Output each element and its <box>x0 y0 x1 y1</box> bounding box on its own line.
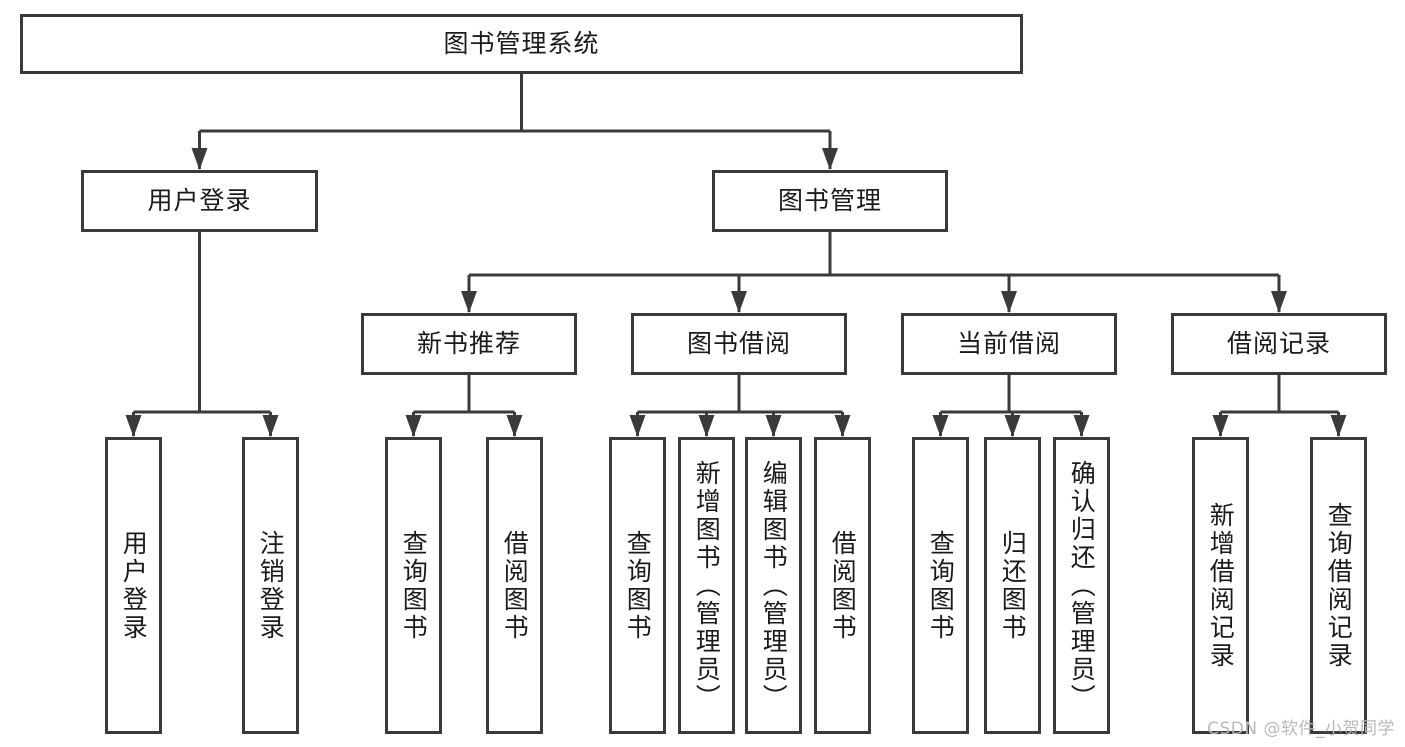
node-leaf-6[interactable]: 编辑图书（管理员） <box>745 437 802 734</box>
node-leaf-10-label: 确认归还（管理员） <box>1067 459 1097 712</box>
arrow-head <box>698 415 715 437</box>
node-leaf-4[interactable]: 查询图书 <box>609 437 666 734</box>
arrow-head <box>1073 415 1090 437</box>
node-level2-3-label: 借阅记录 <box>1226 328 1331 358</box>
node-root-label: 图书管理系统 <box>443 28 600 58</box>
arrow-head <box>834 415 851 437</box>
node-leaf-2[interactable]: 查询图书 <box>385 437 442 734</box>
node-leaf-4-label: 查询图书 <box>623 529 653 642</box>
node-level2-1-label: 图书借阅 <box>686 328 791 358</box>
csdn-watermark: CSDN @软件_小贺同学 <box>1207 719 1395 739</box>
arrow-head <box>506 415 523 437</box>
node-level1-1[interactable]: 图书管理 <box>712 170 948 232</box>
node-level2-0-label: 新书推荐 <box>416 328 521 358</box>
node-leaf-7[interactable]: 借阅图书 <box>814 437 871 734</box>
arrow-head <box>1212 415 1229 437</box>
node-leaf-11[interactable]: 新增借阅记录 <box>1192 437 1249 734</box>
node-leaf-2-label: 查询图书 <box>399 529 429 642</box>
node-leaf-0-label: 用户登录 <box>119 529 149 642</box>
node-leaf-11-label: 新增借阅记录 <box>1206 501 1236 670</box>
node-leaf-1[interactable]: 注销登录 <box>242 437 299 734</box>
node-leaf-10[interactable]: 确认归还（管理员） <box>1053 437 1110 734</box>
node-leaf-3[interactable]: 借阅图书 <box>486 437 543 734</box>
arrow-head <box>932 415 949 437</box>
node-leaf-5[interactable]: 新增图书（管理员） <box>678 437 735 734</box>
arrow-head <box>822 148 838 170</box>
node-leaf-9[interactable]: 归还图书 <box>984 437 1041 734</box>
arrow-head <box>191 148 208 170</box>
node-leaf-3-label: 借阅图书 <box>500 529 530 642</box>
node-level1-0-label: 用户登录 <box>147 185 252 215</box>
node-leaf-5-label: 新增图书（管理员） <box>692 459 722 712</box>
arrow-head <box>1004 415 1021 437</box>
arrow-head <box>1271 291 1287 313</box>
node-root[interactable]: 图书管理系统 <box>20 14 1023 74</box>
node-leaf-1-label: 注销登录 <box>256 529 286 642</box>
node-level2-1[interactable]: 图书借阅 <box>631 313 847 375</box>
node-leaf-12[interactable]: 查询借阅记录 <box>1310 437 1367 734</box>
node-level2-0[interactable]: 新书推荐 <box>361 313 577 375</box>
node-level2-2-label: 当前借阅 <box>956 328 1061 358</box>
node-leaf-8-label: 查询图书 <box>926 529 956 642</box>
arrow-head <box>1330 415 1347 437</box>
node-level2-3[interactable]: 借阅记录 <box>1171 313 1387 375</box>
node-leaf-0[interactable]: 用户登录 <box>105 437 162 734</box>
node-leaf-12-label: 查询借阅记录 <box>1324 501 1354 670</box>
arrow-head <box>262 415 279 437</box>
node-level1-1-label: 图书管理 <box>777 185 882 215</box>
arrow-head <box>731 291 747 313</box>
arrow-head <box>765 415 782 437</box>
node-leaf-9-label: 归还图书 <box>998 529 1028 642</box>
node-leaf-7-label: 借阅图书 <box>828 529 858 642</box>
node-level2-2[interactable]: 当前借阅 <box>901 313 1117 375</box>
node-level1-0[interactable]: 用户登录 <box>81 170 318 232</box>
arrow-head <box>405 415 422 437</box>
arrow-head <box>629 415 646 437</box>
arrow-head <box>1001 291 1017 313</box>
node-leaf-6-label: 编辑图书（管理员） <box>759 459 789 712</box>
arrow-head <box>125 415 142 437</box>
node-leaf-8[interactable]: 查询图书 <box>912 437 969 734</box>
arrow-head <box>461 291 477 313</box>
